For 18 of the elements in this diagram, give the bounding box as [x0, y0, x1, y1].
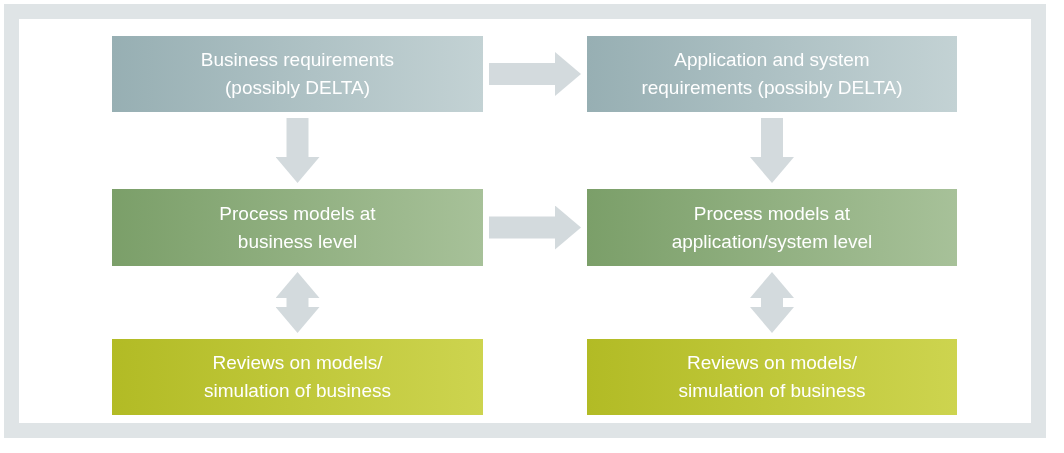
- box-label: Business requirements (possibly DELTA): [199, 48, 396, 100]
- process-model-box: [112, 189, 483, 266]
- review-box: [587, 339, 957, 415]
- block-arrow: [750, 118, 794, 183]
- requirements-box: [587, 36, 957, 112]
- block-arrow: [750, 272, 794, 333]
- block-arrow: [489, 205, 581, 250]
- box-label: Process models at business level: [218, 201, 377, 254]
- box-label: Application and system requirements (possibly DELTA): [640, 48, 904, 100]
- requirements-box: [112, 36, 483, 112]
- review-box: [112, 339, 483, 415]
- block-arrow: [275, 272, 320, 333]
- block-arrow: [489, 52, 581, 96]
- box-label: Reviews on models/ simulation of business: [677, 351, 867, 403]
- block-arrow: [275, 118, 320, 183]
- process-model-box: [587, 189, 957, 266]
- box-label: Process models at application/system level: [670, 201, 874, 254]
- box-label: Reviews on models/ simulation of business: [203, 351, 392, 403]
